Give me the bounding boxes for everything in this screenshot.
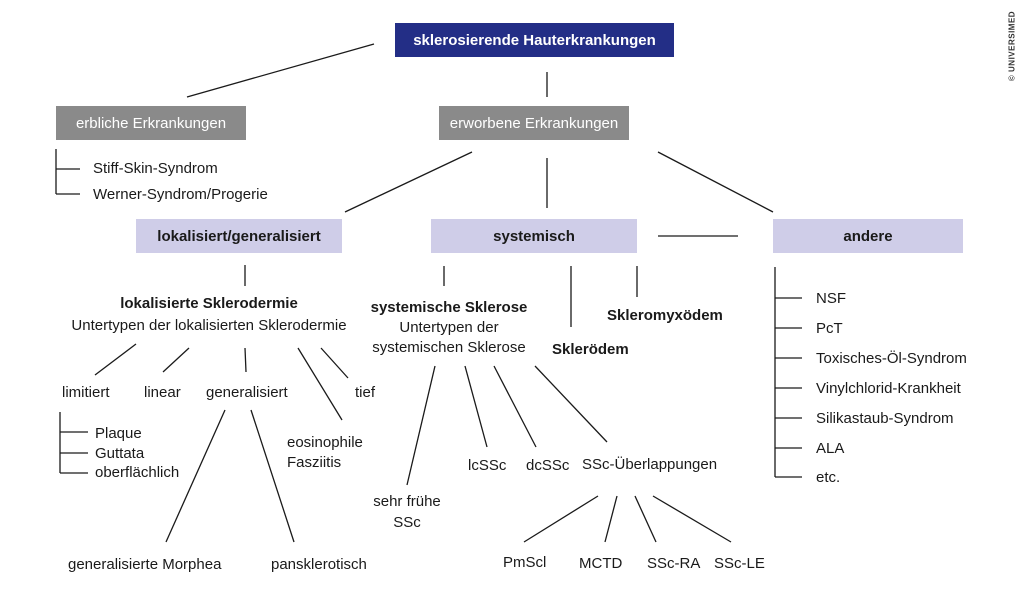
systemic-node: systemisch: [431, 219, 637, 253]
overlap-item-ssc-le: SSc-LE: [714, 555, 765, 572]
very-early-ssc-line1: sehr frühe: [373, 493, 441, 510]
scleredema: Sklerödem: [552, 341, 629, 358]
other-item-nsf: NSF: [816, 290, 846, 307]
generalized-morphea: generalisierte Morphea: [68, 556, 222, 573]
localized-scleroderma-title: lokalisierte Sklerodermie: [120, 295, 298, 312]
limited-item-guttata: Guttata: [95, 445, 145, 462]
overlap-item-pmscl: PmScl: [503, 554, 547, 571]
subtype-linear: linear: [144, 384, 181, 401]
other-item-toxic-oil: Toxisches-Öl-Syndrom: [816, 350, 967, 367]
localized-node: lokalisiert/generalisiert: [136, 219, 342, 253]
systemic-sclerosis-title: systemische Sklerose: [370, 299, 528, 316]
hereditary-item-werner: Werner-Syndrom/Progerie: [93, 186, 268, 203]
ssc-overlap: SSc-Überlappungen: [582, 456, 718, 473]
other-item-silica: Silikastaub-Syndrom: [816, 410, 954, 427]
copyright-notice: © UNIVERSIMED: [1007, 10, 1017, 82]
hereditary-item-stiff-skin: Stiff-Skin-Syndrom: [93, 160, 218, 177]
other-item-pct: PcT: [816, 320, 843, 337]
overlap-item-mctd: MCTD: [579, 555, 623, 572]
lcssc: lcSSc: [468, 457, 507, 474]
dcssc: dcSSc: [526, 457, 570, 474]
limited-item-plaque: Plaque: [95, 425, 142, 442]
other-item-vinyl-chloride: Vinylchlorid-Krankheit: [816, 380, 961, 397]
other-item-ala: ALA: [816, 440, 845, 457]
systemic-sclerosis-subtitle-line2: systemischen Sklerose: [372, 339, 526, 356]
limited-item-superficial: oberflächlich: [95, 464, 180, 481]
other-item-etc: etc.: [816, 469, 841, 486]
overlap-item-ssc-ra: SSc-RA: [647, 555, 701, 572]
localized-scleroderma-subtitle: Untertypen der lokalisierten Sklerodermi…: [71, 317, 347, 334]
eosinophilic-fasciitis-line1: eosinophile: [287, 434, 363, 451]
subtype-generalized: generalisiert: [206, 384, 288, 401]
subtype-limited: limitiert: [62, 384, 110, 401]
eosinophilic-fasciitis-line2: Fasziitis: [287, 454, 342, 471]
pansclerotic: pansklerotisch: [271, 556, 367, 573]
scleromyxedema: Skleromyxödem: [607, 307, 723, 324]
root-node: sklerosierende Hauterkrankungen: [395, 23, 674, 57]
very-early-ssc-line2: SSc: [393, 514, 421, 531]
hereditary-node: erbliche Erkrankungen: [56, 106, 246, 140]
other-node: andere: [773, 219, 963, 253]
acquired-node: erworbene Erkrankungen: [439, 106, 629, 140]
systemic-sclerosis-subtitle-line1: Untertypen der: [399, 319, 499, 336]
subtype-deep: tief: [355, 384, 376, 401]
